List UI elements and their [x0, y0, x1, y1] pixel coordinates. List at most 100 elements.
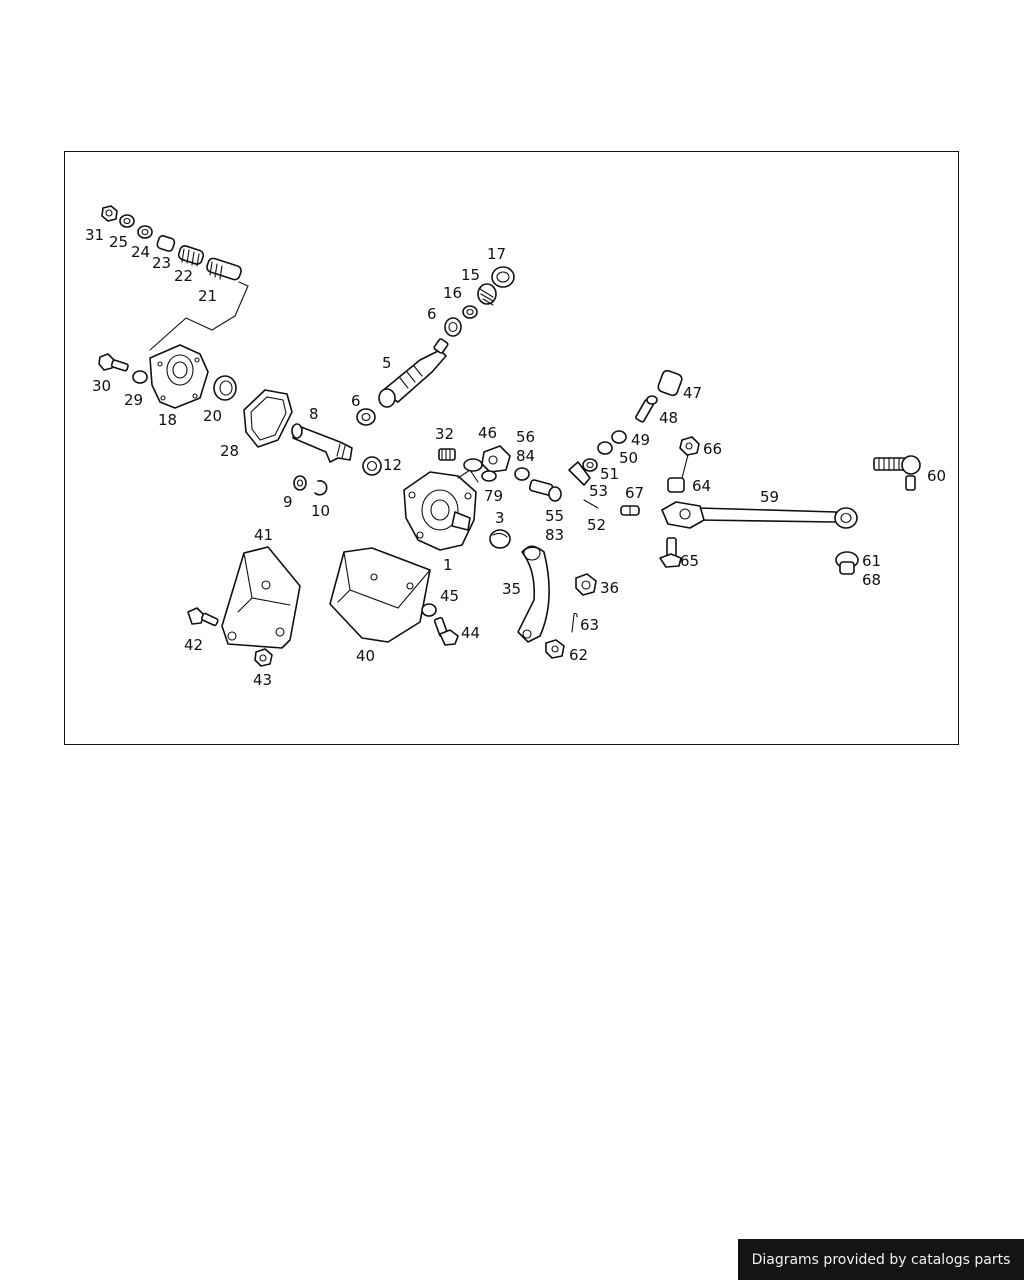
- label-62: 62: [569, 646, 588, 664]
- washer-50-drawing: [597, 441, 613, 455]
- sleeve-23-drawing: [156, 235, 176, 252]
- label-51: 51: [600, 465, 619, 483]
- label-65: 65: [680, 552, 699, 570]
- label-18: 18: [158, 411, 177, 429]
- washer-51-drawing: [582, 458, 598, 472]
- label-66: 66: [703, 440, 722, 458]
- label-49: 49: [631, 431, 650, 449]
- pin-63-drawing: [571, 612, 578, 633]
- worm-shaft-5-drawing: [378, 338, 449, 408]
- piston-21-drawing: [206, 257, 242, 281]
- seal-79-drawing: [463, 458, 497, 482]
- bolt-65-drawing: [659, 537, 682, 568]
- label-21: 21: [198, 287, 217, 305]
- label-52: 52: [587, 516, 606, 534]
- label-50: 50: [619, 449, 638, 467]
- sector-shaft-8-drawing: [291, 423, 353, 463]
- label-6-lower: 6: [351, 392, 361, 410]
- label-61: 61: [862, 552, 881, 570]
- label-36: 36: [600, 579, 619, 597]
- label-55: 55: [545, 507, 564, 525]
- leader-66: [681, 454, 689, 479]
- label-43: 43: [253, 671, 272, 689]
- label-84: 84: [516, 447, 535, 465]
- steering-gear-1-drawing: [403, 469, 479, 551]
- label-30: 30: [92, 377, 111, 395]
- nut-66-drawing: [679, 436, 700, 456]
- label-1: 1: [443, 556, 453, 574]
- bolt-55-drawing: [528, 479, 562, 502]
- nut-36-drawing: [575, 573, 597, 596]
- label-68: 68: [862, 571, 881, 589]
- tie-rod-59-drawing: [661, 501, 858, 529]
- label-23: 23: [152, 254, 171, 272]
- label-46: 46: [478, 424, 497, 442]
- label-60: 60: [927, 467, 946, 485]
- label-53: 53: [589, 482, 608, 500]
- ring-56-drawing: [514, 467, 530, 481]
- label-47: 47: [683, 384, 702, 402]
- label-48: 48: [659, 409, 678, 427]
- footer-credit-banner: Diagrams provided by catalogs parts: [738, 1239, 1024, 1280]
- footer-credit-text: Diagrams provided by catalogs parts: [751, 1251, 1011, 1268]
- nut-43-drawing: [254, 648, 273, 667]
- label-28: 28: [220, 442, 239, 460]
- washer-49-drawing: [611, 430, 627, 444]
- diagram-frame: [64, 151, 959, 745]
- nut-62-drawing: [545, 639, 565, 659]
- label-59: 59: [760, 488, 779, 506]
- plug-32-drawing: [438, 448, 456, 461]
- clamp-64-drawing: [667, 477, 685, 493]
- label-16: 16: [443, 284, 462, 302]
- ring-45-drawing: [421, 603, 437, 617]
- bolt-48-drawing: [635, 395, 658, 423]
- label-20: 20: [203, 407, 222, 425]
- gasket-28-drawing: [243, 389, 293, 448]
- label-31: 31: [85, 226, 104, 244]
- label-9: 9: [283, 493, 293, 511]
- label-64: 64: [692, 477, 711, 495]
- cap-3-drawing: [489, 529, 511, 549]
- washer-24-drawing: [137, 225, 153, 239]
- bearing-20-drawing: [213, 375, 237, 401]
- label-45: 45: [440, 587, 459, 605]
- snapring-10-drawing: [314, 480, 328, 496]
- label-42: 42: [184, 636, 203, 654]
- bracket-line-21: [149, 281, 249, 351]
- label-67: 67: [625, 484, 644, 502]
- cap-17-drawing: [491, 266, 515, 288]
- nut-31-drawing: [101, 205, 118, 222]
- label-8: 8: [309, 405, 319, 423]
- bracket-41-drawing: [221, 546, 301, 649]
- tie-rod-end-60-drawing: [873, 455, 921, 491]
- label-3: 3: [495, 509, 505, 527]
- label-79: 79: [484, 487, 503, 505]
- label-17: 17: [487, 245, 506, 263]
- cover-40-drawing: [329, 547, 431, 643]
- label-29: 29: [124, 391, 143, 409]
- label-15: 15: [461, 266, 480, 284]
- seal-12-drawing: [362, 456, 382, 476]
- label-40: 40: [356, 647, 375, 665]
- cap-61-drawing: [835, 551, 859, 575]
- seal-6-upper-drawing: [444, 317, 462, 337]
- filter-47-drawing: [657, 369, 683, 397]
- label-5: 5: [382, 354, 392, 372]
- seal-6-lower-drawing: [356, 408, 376, 426]
- label-83: 83: [545, 526, 564, 544]
- washer-16-drawing: [462, 305, 478, 319]
- label-25: 25: [109, 233, 128, 251]
- pitman-arm-35-drawing: [517, 545, 550, 643]
- nut-15-drawing: [477, 283, 497, 306]
- label-32: 32: [435, 425, 454, 443]
- label-24: 24: [131, 243, 150, 261]
- label-63: 63: [580, 616, 599, 634]
- bracket-53-drawing: [568, 461, 591, 486]
- pin-52-drawing: [583, 499, 599, 509]
- label-44: 44: [461, 624, 480, 642]
- spring-22-drawing: [177, 245, 205, 267]
- label-6-upper: 6: [427, 305, 437, 323]
- bolt-42-drawing: [187, 607, 219, 627]
- label-35: 35: [502, 580, 521, 598]
